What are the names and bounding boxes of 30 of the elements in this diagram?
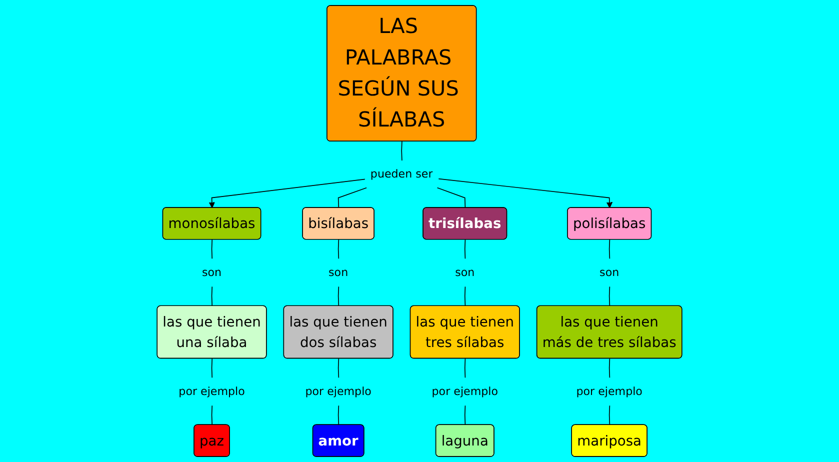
connector xyxy=(608,239,610,260)
connector xyxy=(211,286,213,306)
connector xyxy=(436,187,466,208)
connector xyxy=(338,187,368,208)
connector xyxy=(464,358,466,378)
node-text: por ejemplo xyxy=(178,384,245,398)
connector xyxy=(338,286,340,306)
node-text: son xyxy=(455,266,475,279)
node-text: por ejemplo xyxy=(305,384,372,398)
node-text: son xyxy=(600,266,620,279)
connector xyxy=(338,239,340,260)
connector xyxy=(338,358,340,378)
connector xyxy=(401,141,402,162)
node-text: por ejemplo xyxy=(576,384,642,398)
node-text: son xyxy=(202,266,222,279)
connector xyxy=(211,239,213,260)
connector xyxy=(608,405,610,426)
node-text: por ejemplo xyxy=(432,384,498,398)
node-text: son xyxy=(328,266,348,279)
arrow xyxy=(438,178,613,208)
connector xyxy=(211,405,213,426)
connector xyxy=(608,286,610,306)
connector xyxy=(464,239,466,260)
node-text: pueden ser xyxy=(370,167,433,181)
connector xyxy=(338,405,340,426)
arrow xyxy=(208,178,366,208)
connector xyxy=(464,405,466,426)
connector xyxy=(464,286,466,306)
connector xyxy=(608,358,610,378)
connector xyxy=(211,358,213,378)
